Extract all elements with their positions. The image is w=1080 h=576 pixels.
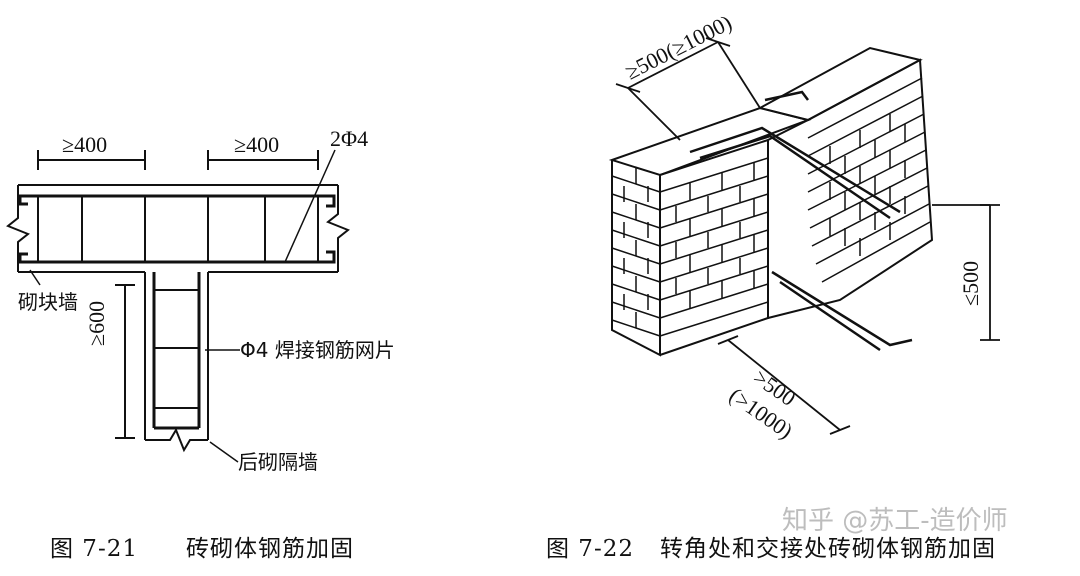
wall-label: 砌块墙	[18, 290, 78, 314]
wall-a-front-face	[611, 160, 661, 357]
caption-right-number: 图 7-22	[546, 536, 634, 562]
dim-line-bottom	[727, 339, 841, 431]
wall-a-side-face	[659, 138, 769, 356]
break-mark-left	[6, 185, 30, 272]
dim-top-right-label: ≥400	[234, 132, 280, 157]
watermark: 知乎 @苏工-造价师	[782, 506, 1008, 536]
figure-7-22-drawing	[608, 37, 1000, 435]
dim-tick	[829, 425, 851, 435]
dim-top-left-label: ≥400	[62, 132, 108, 157]
bar-spec-label: 2Φ4	[330, 126, 369, 151]
brick-joints-side-b	[829, 114, 906, 256]
mesh-right-hook-b	[326, 250, 336, 264]
dim-vertical-label: ≥600	[84, 300, 109, 346]
rebar-hook-top	[764, 90, 809, 102]
rebar-low-a	[771, 270, 913, 347]
leader-wall	[29, 269, 41, 286]
mesh-left-hook	[18, 194, 28, 206]
leader-partition	[209, 441, 239, 463]
brick-joints-side	[675, 162, 755, 308]
dim-line-top	[627, 41, 719, 89]
caption-right-text: 转角处和交接处砖砌体钢筋加固	[660, 536, 996, 562]
dim-ext	[717, 41, 761, 109]
mesh-left-hook-b	[18, 252, 28, 264]
break-mark-right	[326, 185, 350, 272]
rebar-top-b	[699, 134, 891, 220]
wall-b-inner-edge	[767, 119, 809, 141]
wall-b-top-face	[757, 46, 923, 122]
mesh-label: Φ4 焊接钢筋网片	[240, 338, 395, 362]
brick-courses-side-b	[807, 77, 931, 283]
dim-right-label: ≤500	[958, 260, 983, 306]
partition-break	[145, 427, 208, 453]
leader-2phi4	[284, 149, 336, 263]
brick-joints-front	[623, 168, 649, 328]
rebar-top-a	[689, 126, 901, 214]
partition-label: 后砌隔墙	[238, 450, 318, 474]
figure-7-21-drawing	[6, 149, 350, 463]
caption-left-text: 砖砌体钢筋加固	[186, 536, 354, 562]
dim-tick	[717, 335, 739, 345]
rebar-low-b	[779, 280, 881, 352]
dim-ext	[627, 87, 681, 141]
mesh-right-hook	[326, 194, 336, 208]
caption-left-number: 图 7-21	[50, 536, 138, 562]
brick-courses-side-a	[659, 157, 769, 337]
